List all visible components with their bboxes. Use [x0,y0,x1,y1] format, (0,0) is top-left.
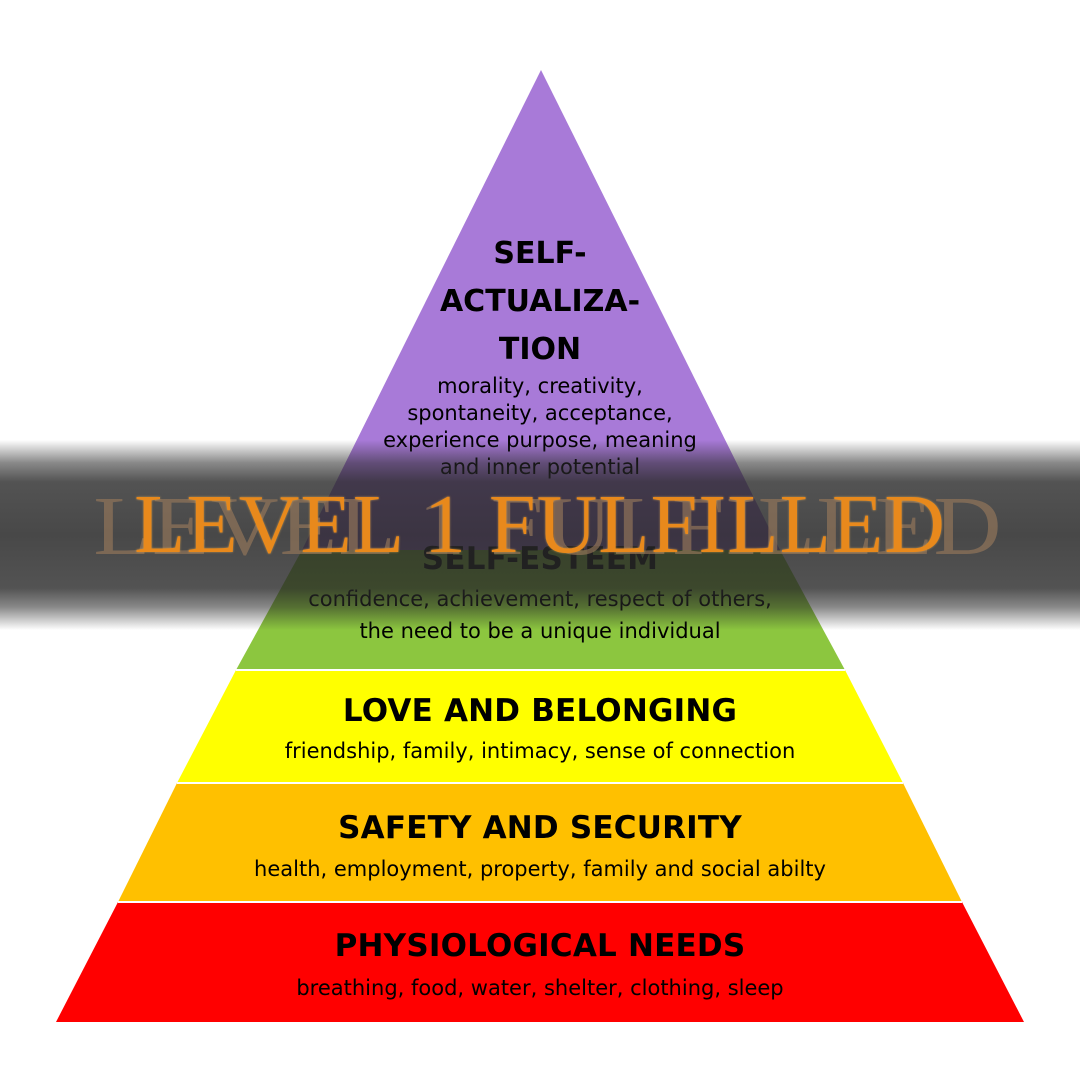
tier-physiological-shape [56,902,1024,1022]
level-banner: LEVEL 1 FULFILLED [134,478,946,571]
tier-safety-security-shape [118,783,962,902]
tier-physiological-desc: breathing, food, water, shelter, clothin… [296,976,784,1000]
tier-self-actualization-title: SELF- ACTUALIZA- TION [0,230,1080,374]
title-line: ACTUALIZA- [439,284,641,319]
desc-line: confidence, achievement, respect of othe… [308,587,772,611]
tier-self-esteem-desc: confidence, achievement, respect of othe… [0,586,1080,644]
tier-physiological-title: PHYSIOLOGICAL NEEDS [334,928,746,964]
desc-line: experience purpose, meaning [383,428,697,452]
title-line: SELF- [493,236,587,271]
tier-love-belonging-shape [177,670,903,783]
tier-self-actualization-shape [302,70,780,550]
tier-safety-security-desc: health, employment, property, family and… [254,857,826,881]
desc-line: spontaneity, acceptance, [407,401,673,425]
tier-self-actualization-desc: morality, creativity, spontaneity, accep… [350,373,730,481]
tier-safety-security-title: SAFETY AND SECURITY [338,810,742,846]
tier-love-belonging-title: LOVE AND BELONGING [342,693,738,729]
desc-line: the need to be a unique individual [359,619,721,643]
title-line: TION [498,332,582,367]
tier-love-belonging-desc: friendship, family, intimacy, sense of c… [284,739,796,763]
level-banner-shadow: LEVEL 1 FULFILLED [93,480,1003,573]
desc-line: morality, creativity, [437,374,643,398]
